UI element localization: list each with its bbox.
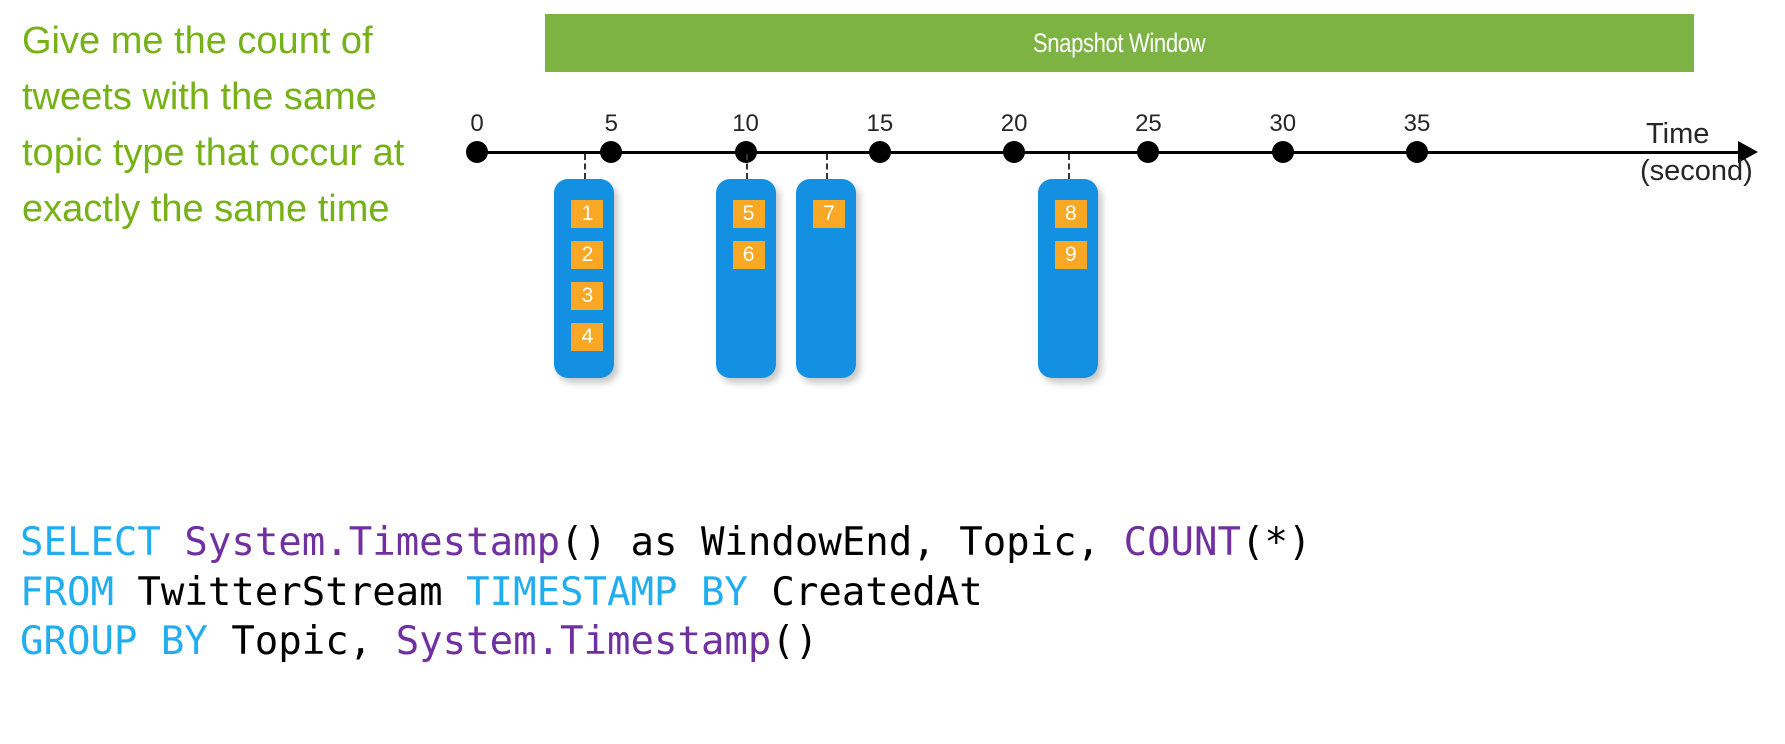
sql-token: Topic, [231, 619, 396, 665]
sql-token: FROM [20, 569, 138, 615]
axis-caption-time: Time [1646, 118, 1710, 150]
event-group-card [796, 179, 857, 378]
timeline-axis [475, 151, 1738, 154]
sql-token: TwitterStream [137, 569, 467, 615]
axis-tick-label: 5 [604, 110, 618, 137]
axis-tick-label: 0 [470, 110, 484, 137]
sql-line: FROM TwitterStream TIMESTAMP BY CreatedA… [20, 568, 1311, 618]
sql-token: SELECT [20, 520, 185, 565]
sql-line: GROUP BY Topic, System.Timestamp() [20, 617, 1311, 667]
sql-token: System.Timestamp [395, 619, 772, 665]
sql-query: SELECT System.Timestamp() as WindowEnd, … [20, 518, 1311, 667]
axis-tick-dot [1003, 141, 1026, 163]
event-connector-line [584, 154, 587, 179]
event-connector-line [826, 154, 829, 179]
event-box: 7 [813, 200, 846, 228]
sql-token: System.Timestamp [184, 520, 561, 565]
prompt-text: Give me the count of tweets with the sam… [22, 20, 405, 230]
sql-token: COUNT [1123, 520, 1241, 565]
event-box: 8 [1054, 200, 1087, 228]
sql-token: (*) [1241, 520, 1312, 565]
axis-tick-label: 10 [732, 110, 759, 137]
sql-token: CreatedAt [771, 569, 983, 615]
axis-tick-label: 35 [1403, 110, 1431, 137]
axis-tick-dot [1406, 141, 1428, 163]
event-box: 1 [571, 200, 604, 228]
axis-tick-label: 20 [1000, 110, 1028, 137]
axis-tick-label: 25 [1135, 110, 1162, 137]
event-box: 4 [571, 323, 604, 351]
sql-token: TIMESTAMP BY [466, 569, 772, 615]
event-box: 9 [1054, 241, 1087, 269]
snapshot-window-bar: Snapshot Window [545, 14, 1694, 72]
axis-tick-dot [1271, 141, 1294, 163]
sql-token: () as WindowEnd, Topic, [560, 520, 1124, 565]
axis-tick-dot [734, 141, 757, 163]
event-box: 3 [571, 282, 604, 310]
event-connector-line [1067, 154, 1070, 179]
event-connector-line [745, 154, 748, 179]
axis-caption-unit: (second) [1640, 155, 1753, 187]
event-group-card [1037, 179, 1098, 378]
axis-tick-dot [466, 141, 488, 163]
axis-tick-dot [1137, 141, 1160, 163]
axis-tick-label: 15 [866, 110, 894, 137]
event-box: 2 [571, 241, 604, 269]
axis-tick-dot [600, 141, 623, 163]
event-box: 5 [732, 200, 765, 228]
axis-tick-dot [868, 141, 891, 163]
event-box: 6 [732, 241, 765, 269]
sql-line: SELECT System.Timestamp() as WindowEnd, … [20, 518, 1311, 568]
event-group-card [715, 179, 776, 378]
sql-token: () [771, 619, 819, 665]
sql-token: GROUP BY [20, 619, 232, 665]
timeline-arrow-icon [1738, 141, 1758, 163]
event-group-card [554, 179, 615, 378]
snapshot-window-label: Snapshot Window [1033, 27, 1206, 58]
axis-tick-label: 30 [1269, 110, 1297, 137]
